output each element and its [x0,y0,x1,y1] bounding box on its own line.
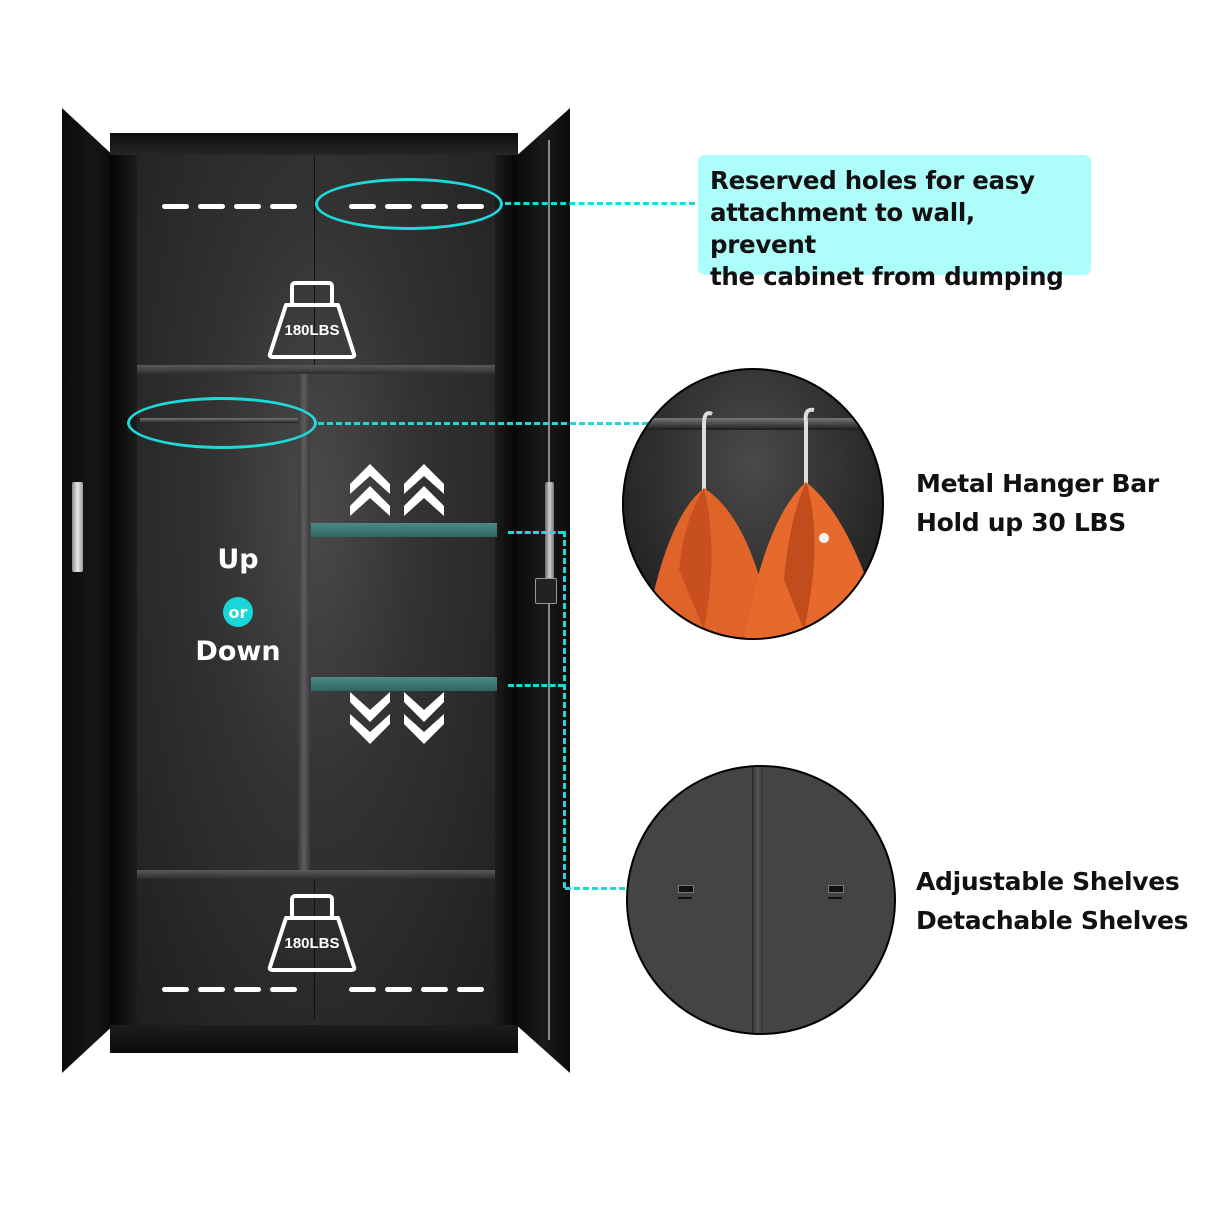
hole [198,987,225,992]
hole [349,987,376,992]
adjust-up-label: Up [217,544,259,575]
hole [421,987,448,992]
connector-line-shelf-1 [508,531,564,534]
hole [385,987,412,992]
weight-capacity-label: 180LBS [284,322,340,339]
adjust-down-label: Down [195,636,281,667]
double-chevron-down-icon [350,692,390,744]
or-badge: or [223,597,253,627]
left-door [62,108,114,1073]
double-chevron-up-icon [350,464,390,516]
cabinet-bottom-rim [110,1025,518,1053]
hole [162,204,189,209]
cabinet-illustration: 180LBS Up or Down 180LBS [0,0,600,1214]
hanger-bar-closeup [622,368,884,640]
back-panel-seam [314,155,315,365]
callout-line: Hold up 30 LBS [916,508,1126,537]
back-panel-seam [314,879,315,1019]
callout-line: Adjustable Shelves [916,867,1180,896]
shelf-bracket-closeup [626,765,896,1035]
shelf-slot [678,885,694,893]
adjustable-shelf-2 [311,677,497,691]
hole [162,987,189,992]
double-chevron-down-icon [404,692,444,744]
hole [234,987,261,992]
callout-wall-holes: Reserved holes for easy attachment to wa… [698,155,1091,291]
connector-line-shelves-vertical [563,531,566,888]
fixed-shelf-upper [137,365,495,374]
hole [198,204,225,209]
wall-attachment-holes-bottom [162,987,484,992]
hole [457,987,484,992]
closeup-bar [624,418,882,430]
door-lock [535,578,557,604]
shelf-slot [828,885,844,893]
adjustable-shelf-1 [311,523,497,537]
connector-line-holes [505,202,695,205]
callout-line: the cabinet from dumping [710,262,1064,291]
hole [270,987,297,992]
connector-line-shelf-2 [508,684,564,687]
vertical-divider [298,374,310,870]
callout-hanger-bar: Metal Hanger Bar Hold up 30 LBS [916,464,1159,542]
double-chevron-up-icon [404,464,444,516]
weight-icon [267,281,357,359]
shelf-slot [828,897,842,899]
highlight-ellipse-holes [315,178,503,230]
top-shelf-weight-badge: 180LBS [266,280,358,364]
weight-icon [267,894,357,972]
callout-line: Metal Hanger Bar [916,469,1159,498]
cabinet-top-rim [110,133,518,155]
closeup-divider-seam [752,767,763,1033]
cabinet-left-wall [110,155,137,1025]
callout-line: Reserved holes for easy [710,166,1035,195]
left-door-handle [72,482,83,572]
shelf-slot [678,897,692,899]
cabinet-interior [137,155,495,1025]
connector-line-shelves [565,887,625,890]
connector-line-hanger [318,422,648,425]
callout-line: Detachable Shelves [916,906,1189,935]
highlight-ellipse-hanger [127,397,317,449]
hanger-hooks-with-shirts [644,407,882,638]
cabinet-right-wall [495,155,518,1025]
hole [270,204,297,209]
fixed-shelf-lower [137,870,495,879]
callout-shelves: Adjustable Shelves Detachable Shelves [916,862,1189,940]
right-door-handle [545,482,554,592]
weight-capacity-label: 180LBS [284,935,340,952]
callout-line: attachment to wall, prevent [710,198,975,259]
hole [234,204,261,209]
bottom-shelf-weight-badge: 180LBS [266,893,358,977]
